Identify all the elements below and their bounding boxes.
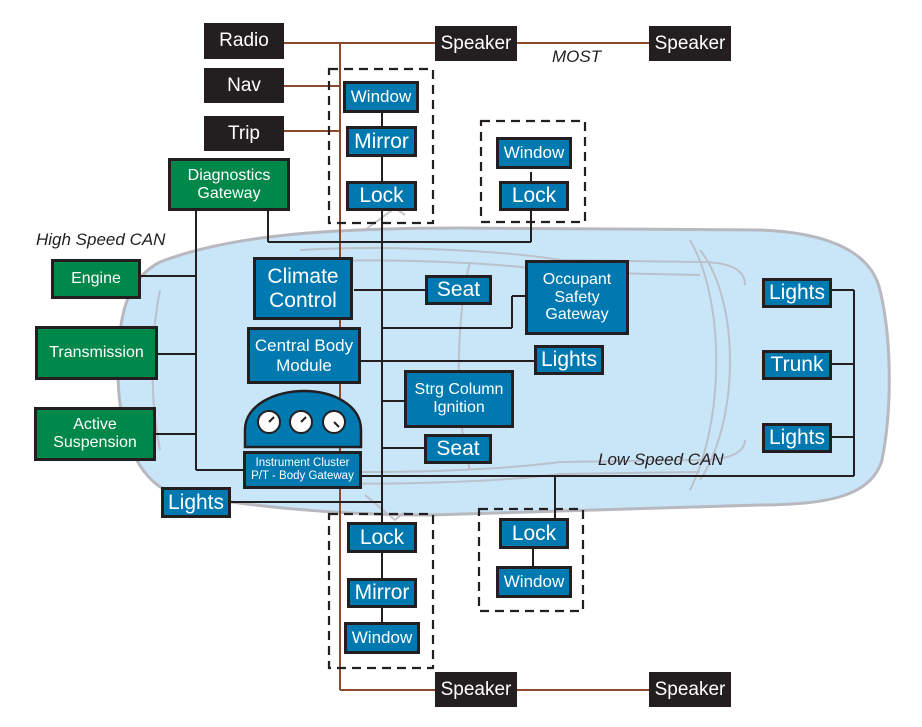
high-speed-can-label: High Speed CAN <box>36 230 166 249</box>
lights-front-left-node[interactable]: Lights <box>161 487 231 518</box>
front-left-mirror-node[interactable]: Mirror <box>346 126 417 157</box>
door-group-rear-left <box>479 119 587 224</box>
rear-left-window-node[interactable]: Window <box>496 137 572 169</box>
door-group-front-right <box>327 512 435 670</box>
seat-front-node[interactable]: Seat <box>425 275 492 305</box>
occupant-safety-gateway-node[interactable]: Occupant Safety Gateway <box>525 260 629 335</box>
most-bus-label: MOST <box>552 47 602 66</box>
rear-left-lock-node[interactable]: Lock <box>499 181 569 211</box>
front-right-mirror-node[interactable]: Mirror <box>347 578 417 608</box>
door-group-front-left <box>327 67 435 225</box>
front-left-window-node[interactable]: Window <box>343 81 419 113</box>
climate-control-node[interactable]: Climate Control <box>253 257 353 320</box>
central-body-module-node[interactable]: Central Body Module <box>247 327 361 384</box>
engine-node[interactable]: Engine <box>51 259 141 299</box>
front-left-lock-node[interactable]: Lock <box>346 181 417 211</box>
nav-node[interactable]: Nav <box>204 68 284 103</box>
low-speed-can-label: Low Speed CAN <box>598 450 724 469</box>
strg-column-ignition-node[interactable]: Strg Column Ignition <box>404 370 514 428</box>
speaker-rear-right-node[interactable]: Speaker <box>649 672 731 707</box>
lights-center-node[interactable]: Lights <box>534 345 604 375</box>
lights-rear-top-node[interactable]: Lights <box>762 278 832 308</box>
seat-rear-node[interactable]: Seat <box>424 434 492 464</box>
diagnostics-gateway-node[interactable]: Diagnostics Gateway <box>168 158 290 211</box>
speaker-front-right-node[interactable]: Speaker <box>649 26 731 61</box>
rear-right-lock-node[interactable]: Lock <box>499 518 569 549</box>
instrument-cluster-node[interactable]: Instrument Cluster P/T - Body Gateway <box>243 451 362 489</box>
trunk-node[interactable]: Trunk <box>762 350 832 380</box>
door-groups <box>327 67 587 670</box>
front-right-window-node[interactable]: Window <box>344 622 420 654</box>
most-bus <box>283 42 650 691</box>
active-suspension-node[interactable]: Active Suspension <box>34 407 156 461</box>
lights-rear-bottom-node[interactable]: Lights <box>762 423 832 453</box>
high-speed-can-bus <box>140 210 531 471</box>
trip-node[interactable]: Trip <box>204 116 284 151</box>
speaker-rear-left-node[interactable]: Speaker <box>435 672 517 707</box>
front-right-lock-node[interactable]: Lock <box>347 522 417 553</box>
instrument-cluster-gauges <box>243 389 363 449</box>
rear-right-window-node[interactable]: Window <box>496 566 572 598</box>
speaker-front-left-node[interactable]: Speaker <box>435 26 517 61</box>
door-group-rear-right <box>477 507 585 613</box>
radio-node[interactable]: Radio <box>204 23 284 59</box>
transmission-node[interactable]: Transmission <box>35 326 158 380</box>
